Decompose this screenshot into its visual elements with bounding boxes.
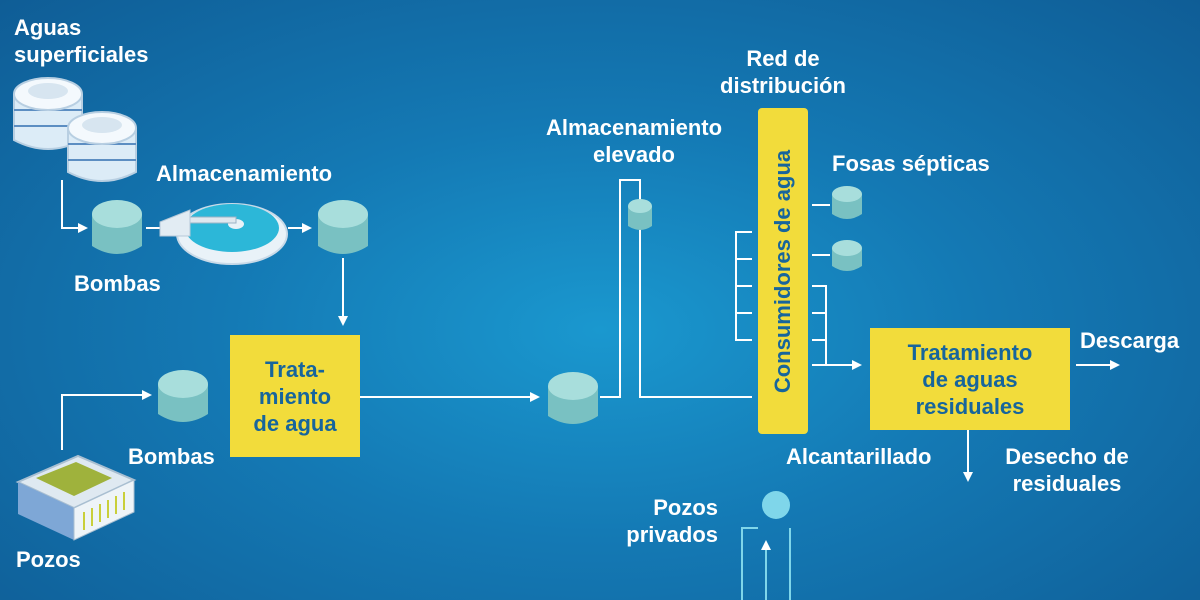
consumers-box: Consumidores de agua (758, 108, 808, 434)
elevated-storage-line-2: elevado (593, 142, 675, 167)
distribution-line-2: distribución (720, 73, 846, 98)
elevated-storage-label: Almacenamiento elevado (534, 114, 734, 168)
tank-to-elevated-line (600, 179, 752, 398)
wastewater-line-2: de aguas (922, 366, 1018, 392)
discharge-label: Descarga (1080, 328, 1180, 353)
waste-disposal-line-2: residuales (1012, 471, 1122, 496)
water-treatment-line-2: miento (258, 383, 332, 409)
waste-disposal-line-1: Desecho de (1005, 444, 1129, 469)
pumps-top-label: Bombas (74, 271, 161, 296)
wells-label: Pozos (16, 547, 81, 572)
surface-water-label: Aguas superficiales (14, 14, 149, 68)
elevated-tank (628, 199, 652, 230)
private-wells-label: Pozos privados (598, 494, 718, 548)
sewer-label: Alcantarillado (786, 444, 932, 469)
pump-tank-bottom (158, 370, 208, 422)
septic-tanks-label: Fosas sépticas (832, 151, 990, 176)
consumers-label: Consumidores de agua (770, 149, 796, 393)
private-wells-line-1: Pozos (653, 495, 718, 520)
wells-to-pump-line (61, 390, 152, 450)
septic-tank-1 (832, 186, 862, 219)
private-wells-line-2: privados (626, 522, 718, 547)
wastewater-treatment-box: Tratamiento de aguas residuales (870, 328, 1070, 430)
storage-tank-top (318, 200, 368, 254)
wastewater-line-1: Tratamiento (907, 339, 1033, 365)
waste-disposal-label: Desecho de residuales (992, 443, 1142, 497)
sewer-manifold (812, 285, 862, 370)
surface-water-line-2: superficiales (14, 42, 149, 67)
surface-to-pump-line (61, 180, 88, 233)
surface-water-line-1: Aguas (14, 15, 82, 40)
pump-tank-top (92, 200, 142, 254)
elevated-storage-line-1: Almacenamiento (545, 115, 723, 140)
wastewater-line-3: residuales (915, 393, 1025, 419)
pumps-bottom-label: Bombas (128, 444, 215, 469)
distribution-line-1: Red de (746, 46, 820, 71)
private-well-dot (762, 491, 790, 519)
private-well-pipe (741, 527, 791, 600)
water-treatment-line-3: de agua (253, 410, 337, 436)
storage-label: Almacenamiento (156, 161, 333, 186)
reservoir-tank (548, 372, 598, 424)
distribution-network-label: Red de distribución (698, 45, 868, 99)
water-treatment-line-1: Trata- (265, 356, 325, 382)
septic-tank-2 (832, 240, 862, 271)
water-treatment-box: Trata- miento de agua (230, 335, 360, 457)
